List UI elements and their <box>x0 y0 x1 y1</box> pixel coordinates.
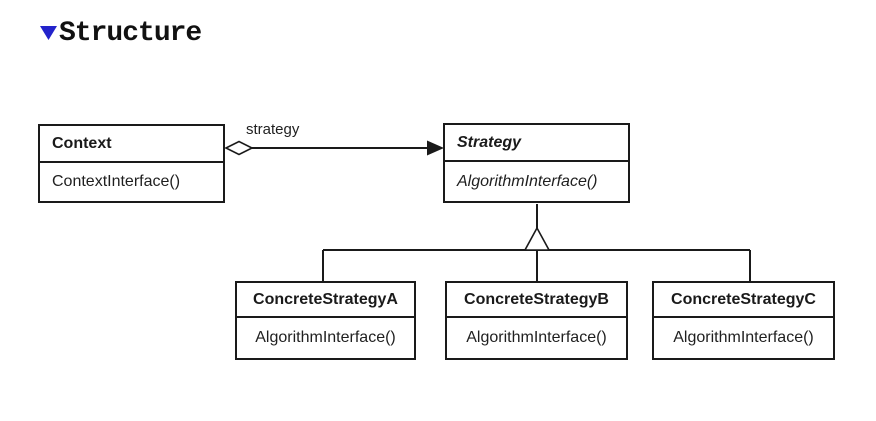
generalization-rail-lines <box>322 249 751 282</box>
class-name-concrete-strategy-c: ConcreteStrategyC <box>654 283 833 318</box>
class-method-strategy: AlgorithmInterface() <box>457 172 598 190</box>
triangle-glyph <box>40 26 57 40</box>
class-method-context: ContextInterface() <box>52 173 181 190</box>
association-label: strategy <box>246 121 300 138</box>
disclosure-triangle-icon[interactable] <box>40 26 57 41</box>
uml-class-concrete-strategy-a: ConcreteStrategyA AlgorithmInterface() <box>235 281 416 360</box>
class-name-concrete-strategy-a: ConcreteStrategyA <box>237 283 414 318</box>
class-method-concrete-strategy-a: AlgorithmInterface() <box>255 329 396 346</box>
page-title: Structure <box>59 18 202 49</box>
class-name-context: Context <box>40 126 223 163</box>
class-name-strategy: Strategy <box>445 125 628 162</box>
uml-class-context: Context ContextInterface() <box>38 124 225 203</box>
arrowhead-icon <box>427 140 444 156</box>
aggregation-diamond-icon <box>224 140 254 156</box>
class-method-concrete-strategy-c: AlgorithmInterface() <box>673 329 814 346</box>
uml-class-concrete-strategy-c: ConcreteStrategyC AlgorithmInterface() <box>652 281 835 360</box>
inheritance-triangle-icon <box>523 226 551 251</box>
uml-class-concrete-strategy-b: ConcreteStrategyB AlgorithmInterface() <box>445 281 628 360</box>
class-name-concrete-strategy-b: ConcreteStrategyB <box>447 283 626 318</box>
uml-class-strategy: Strategy AlgorithmInterface() <box>443 123 630 203</box>
section-header: Structure <box>40 18 202 49</box>
class-method-concrete-strategy-b: AlgorithmInterface() <box>466 329 607 346</box>
